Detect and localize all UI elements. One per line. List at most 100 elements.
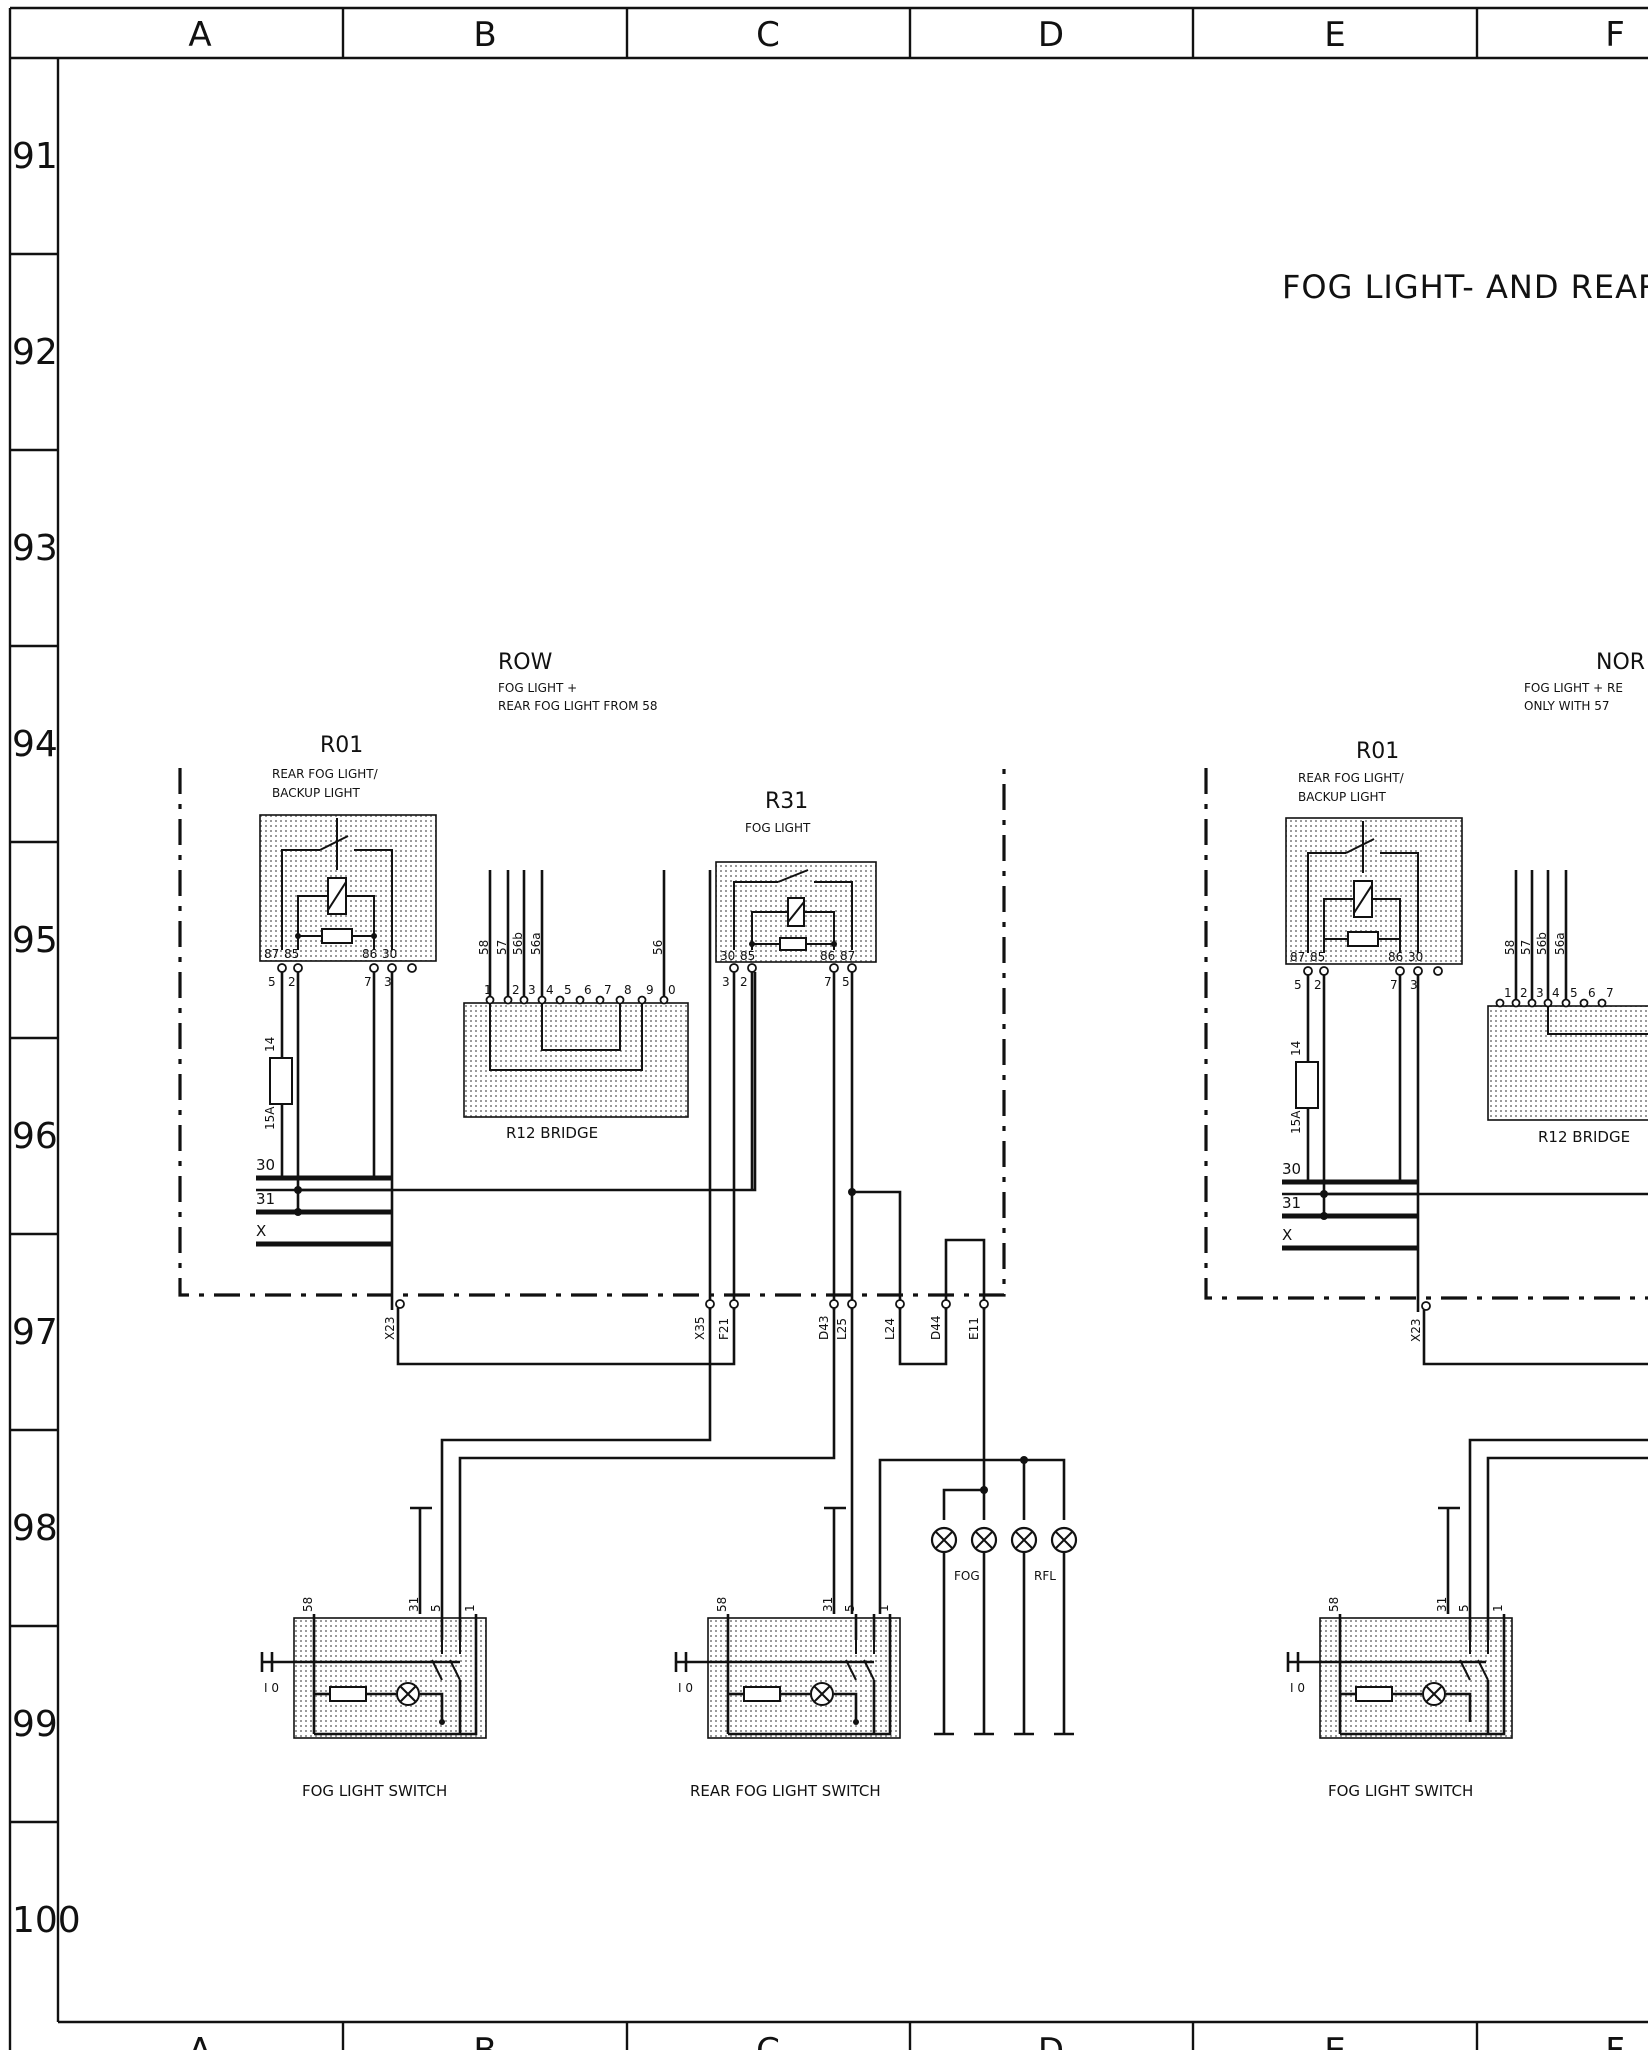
svg-text:D43: D43: [817, 1315, 831, 1340]
svg-text:56a: 56a: [1553, 932, 1567, 955]
svg-text:X: X: [1282, 1226, 1292, 1244]
column-labels-bottom: A B C D E F: [188, 2031, 1624, 2050]
svg-text:58: 58: [715, 1597, 729, 1612]
nor-r01-desc-1: REAR FOG LIGHT/: [1298, 771, 1405, 785]
relay-r01-terminals: [277, 963, 417, 973]
row-label-96: 96: [12, 1116, 58, 1157]
diagram-title: FOG LIGHT- AND REAR F: [1282, 268, 1648, 306]
col-label-a: A: [188, 15, 211, 55]
lamp-rfl-2: [1050, 1526, 1078, 1554]
svg-text:31: 31: [1282, 1194, 1301, 1212]
bus-x-label: X: [256, 1222, 266, 1240]
svg-text:X23: X23: [1409, 1319, 1423, 1343]
svg-text:L24: L24: [883, 1318, 897, 1340]
svg-text:86: 86: [362, 947, 377, 961]
row-section: ROW FOG LIGHT + REAR FOG LIGHT FROM 58 R…: [178, 650, 1078, 1800]
svg-text:58: 58: [477, 940, 491, 955]
svg-text:56a: 56a: [529, 932, 543, 955]
svg-text:1: 1: [877, 1604, 891, 1612]
svg-text:5: 5: [842, 975, 850, 989]
nor-fog-light-switch-label: FOG LIGHT SWITCH: [1328, 1782, 1473, 1800]
svg-text:5: 5: [564, 983, 572, 997]
drawing-frame: [8, 6, 1648, 2050]
column-labels-top: A B C D E F: [188, 15, 1624, 55]
svg-text:58: 58: [1503, 940, 1517, 955]
nor-variant-desc-1: FOG LIGHT + RE: [1524, 681, 1623, 695]
col-label-e-bottom: E: [1324, 2031, 1345, 2050]
r31-label: R31: [765, 789, 808, 814]
col-label-f: F: [1605, 15, 1625, 55]
svg-text:I 0: I 0: [1290, 1681, 1305, 1695]
nor-variant-desc-2: ONLY WITH 57: [1524, 699, 1610, 713]
col-label-b: B: [473, 15, 496, 55]
relay-r31-terminals: [729, 963, 857, 973]
svg-text:30: 30: [720, 949, 735, 963]
nor-fog-light-switch: [1319, 1617, 1513, 1739]
column-separators: [341, 8, 1479, 2050]
fog-light-switch-label: FOG LIGHT SWITCH: [302, 1782, 447, 1800]
svg-text:4: 4: [1552, 986, 1560, 1000]
svg-text:5: 5: [1294, 978, 1302, 992]
fog-switch-indicator-lamp: [396, 1682, 420, 1706]
col-label-d-bottom: D: [1038, 2031, 1064, 2050]
svg-text:4: 4: [546, 983, 554, 997]
svg-text:2: 2: [1520, 986, 1528, 1000]
svg-text:6: 6: [1588, 986, 1596, 1000]
lamp-fog-1: [930, 1526, 958, 1554]
fog-light-switch: [293, 1617, 487, 1739]
svg-text:3: 3: [528, 983, 536, 997]
row-label-95: 95: [12, 920, 58, 961]
rear-fog-switch-indicator-lamp: [810, 1682, 834, 1706]
col-label-a-bottom: A: [188, 2031, 211, 2050]
svg-text:5: 5: [1457, 1604, 1471, 1612]
svg-text:5: 5: [429, 1604, 443, 1612]
row-labels: 91 92 93 94 95 96 97 98 99 100: [12, 136, 81, 1941]
svg-text:E11: E11: [967, 1317, 981, 1340]
col-label-b-bottom: B: [473, 2031, 496, 2050]
nor-bridge-terminals: [1495, 998, 1607, 1008]
svg-text:87: 87: [1290, 950, 1305, 964]
col-label-c: C: [756, 15, 780, 55]
svg-text:56b: 56b: [1535, 932, 1549, 955]
svg-text:31: 31: [407, 1597, 421, 1612]
svg-text:86: 86: [1388, 950, 1403, 964]
svg-text:5: 5: [268, 975, 276, 989]
svg-text:F21: F21: [717, 1318, 731, 1340]
svg-text:2: 2: [288, 975, 296, 989]
svg-text:I 0: I 0: [264, 1681, 279, 1695]
bridge-internals: [489, 1003, 643, 1071]
nor-section: NOR FOG LIGHT + RE ONLY WITH 57 R01 REAR…: [1204, 650, 1648, 1800]
svg-text:D44: D44: [929, 1315, 943, 1340]
svg-text:56b: 56b: [511, 932, 525, 955]
nor-enclosure: [1204, 768, 1648, 1300]
svg-text:I 0: I 0: [678, 1681, 693, 1695]
svg-text:5: 5: [1570, 986, 1578, 1000]
svg-text:X23: X23: [383, 1317, 397, 1341]
relay-r31-internals: [733, 869, 853, 951]
nor-bridge-r12: [1487, 1005, 1648, 1121]
svg-text:87: 87: [840, 949, 855, 963]
svg-text:56: 56: [651, 940, 665, 955]
nor-fuse-14: [1295, 1061, 1319, 1109]
row-label-98: 98: [12, 1508, 58, 1549]
fuse-id: 14: [263, 1037, 277, 1052]
row-enclosure: [178, 768, 1006, 1297]
lamp-rfl-1: [1010, 1526, 1038, 1554]
svg-text:31: 31: [1435, 1597, 1449, 1612]
svg-text:31: 31: [821, 1597, 835, 1612]
nor-bridge-label: R12 BRIDGE: [1538, 1128, 1630, 1146]
svg-text:1: 1: [484, 983, 492, 997]
nor-switch-indicator-lamp: [1422, 1682, 1446, 1706]
rear-fog-light-switch-label: REAR FOG LIGHT SWITCH: [690, 1782, 881, 1800]
svg-text:7: 7: [824, 975, 832, 989]
svg-text:30: 30: [382, 947, 397, 961]
svg-text:8: 8: [624, 983, 632, 997]
col-label-d: D: [1038, 15, 1064, 55]
nor-r01-label: R01: [1356, 739, 1399, 764]
r01-desc-1: REAR FOG LIGHT/: [272, 767, 379, 781]
row-variant-desc-2: REAR FOG LIGHT FROM 58: [498, 699, 658, 713]
svg-text:7: 7: [364, 975, 372, 989]
rear-fog-light-switch: [707, 1617, 901, 1739]
svg-text:85: 85: [740, 949, 755, 963]
svg-text:2: 2: [740, 975, 748, 989]
